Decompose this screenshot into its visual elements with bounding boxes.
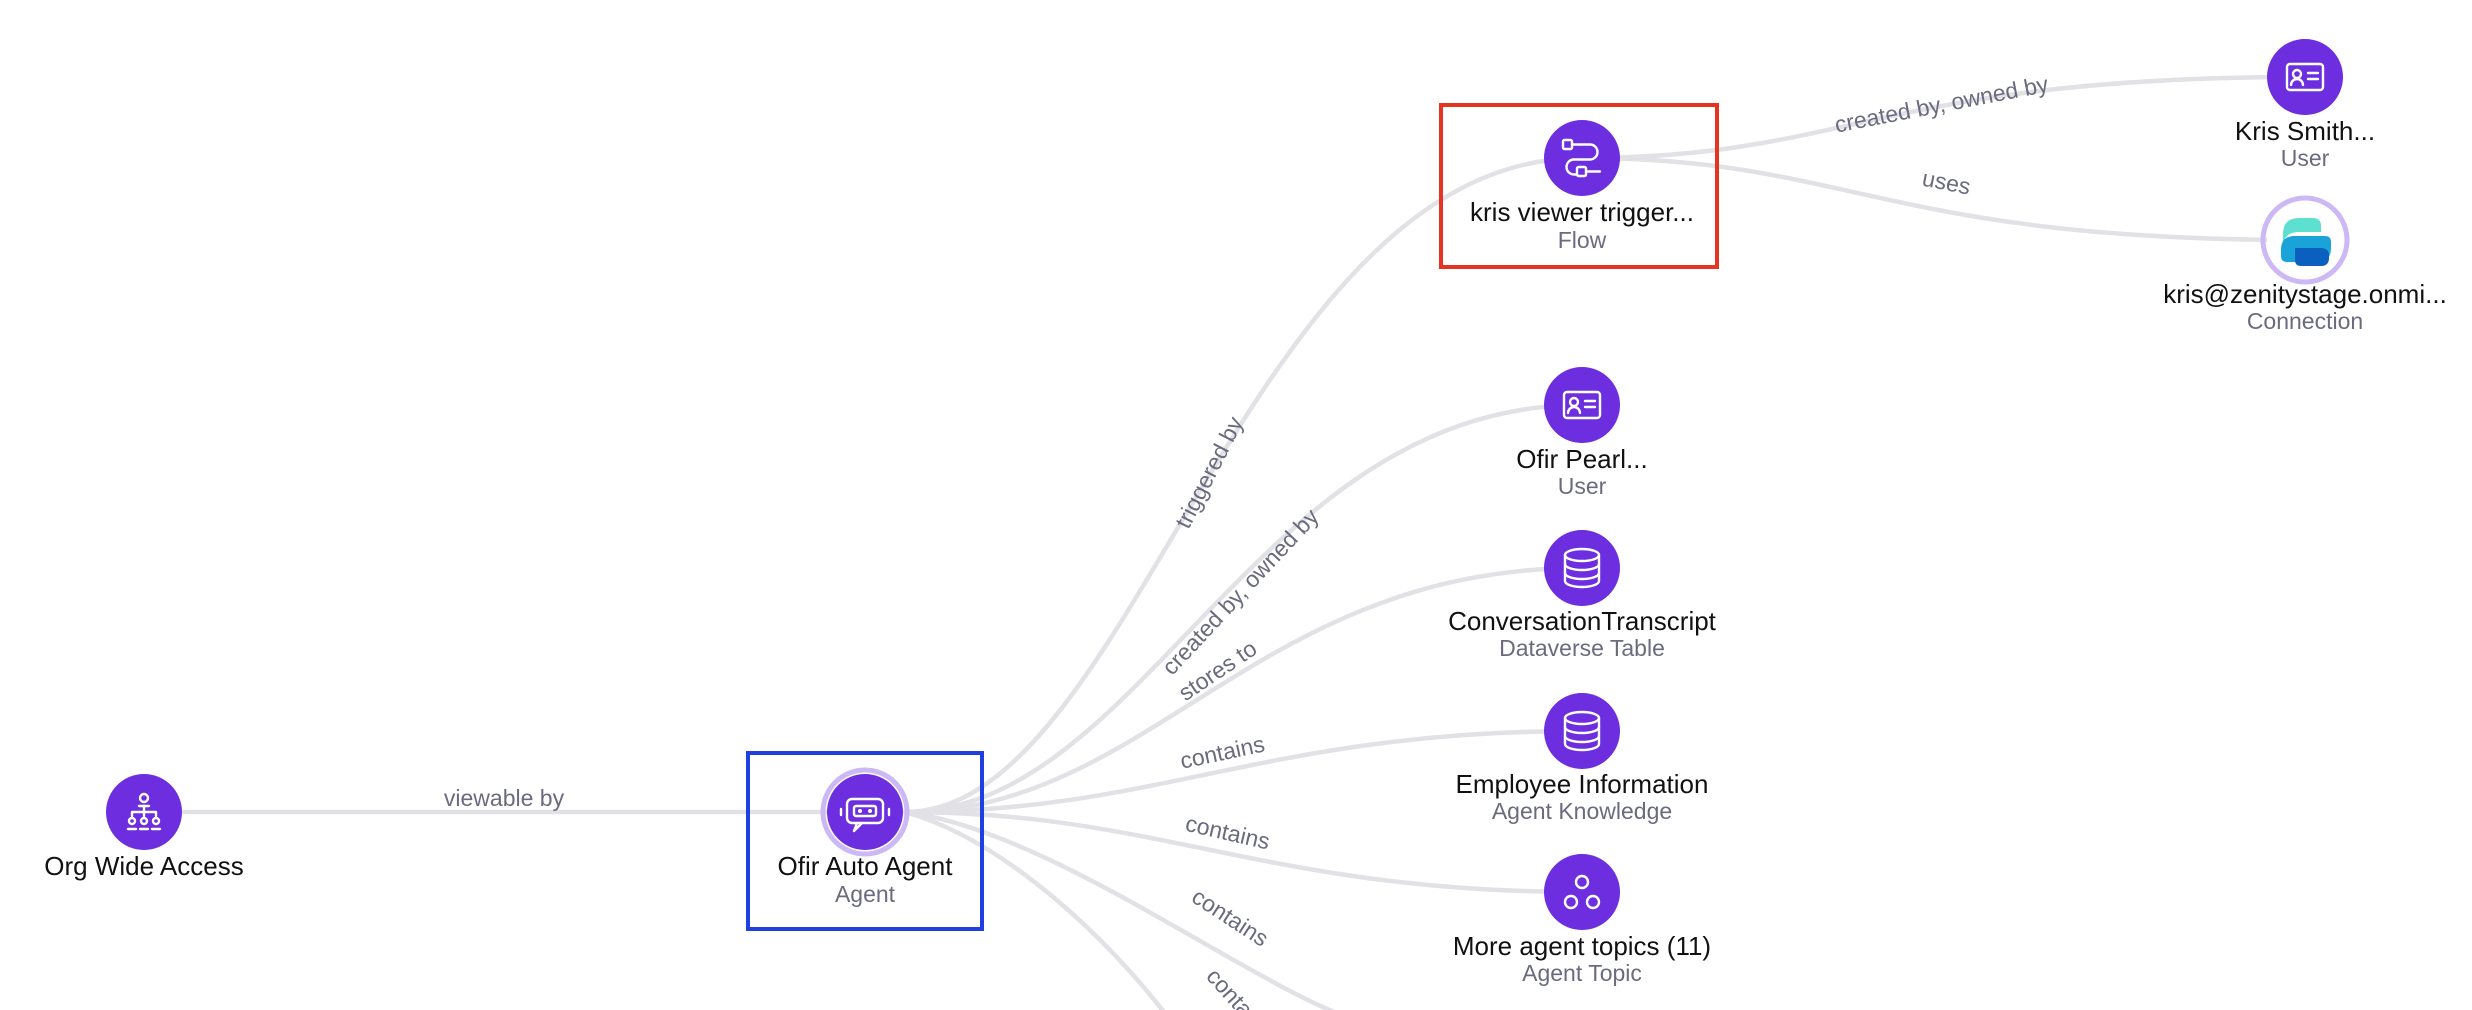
bot-icon — [839, 797, 891, 833]
edge-contains-3 — [902, 809, 1336, 1010]
node-more-agent-topics[interactable]: More agent topics (11) Agent Topic — [1453, 854, 1711, 986]
node-employee-title: Employee Information — [1456, 769, 1709, 799]
edge-created-owned-kris — [1579, 74, 2308, 161]
edge-label-uses: uses — [1920, 165, 1973, 200]
node-flow-title: kris viewer trigger... — [1470, 197, 1694, 227]
flow-selection-box — [1439, 103, 1719, 269]
edge-triggered-by — [902, 155, 1585, 815]
edge-contains-4 — [902, 809, 1166, 1010]
agent-selection-box — [746, 751, 984, 931]
edge-label-created-owned-kris: created by, owned by — [1833, 71, 2051, 138]
node-topics-title: More agent topics (11) — [1453, 931, 1711, 961]
node-ofir-auto-agent[interactable]: Ofir Auto Agent Agent — [778, 767, 954, 907]
flow-icon — [1561, 138, 1602, 178]
database-icon — [1563, 547, 1601, 589]
node-ofir-title: Ofir Pearl... — [1516, 444, 1647, 474]
edge-label-viewable-by: viewable by — [444, 785, 565, 811]
node-connection-type: Connection — [2247, 308, 2363, 334]
id-card-icon — [1562, 390, 1602, 420]
node-agent-title: Ofir Auto Agent — [778, 851, 954, 881]
node-agent-type: Agent — [835, 881, 896, 907]
node-flow-type: Flow — [1558, 227, 1607, 253]
topics-icon — [1563, 874, 1601, 910]
edge-labels: viewable by triggered by created by, own… — [444, 71, 2051, 1010]
node-kris-type: User — [2281, 145, 2330, 171]
node-org-wide-access[interactable]: Org Wide Access — [44, 774, 244, 881]
node-employee-type: Agent Knowledge — [1492, 798, 1672, 824]
edge-stores-to — [902, 565, 1585, 815]
edges — [142, 74, 2308, 1010]
node-transcript-title: ConversationTranscript — [1448, 606, 1717, 636]
edge-uses — [1579, 155, 2308, 243]
node-kris-smith[interactable]: Kris Smith... User — [2235, 39, 2375, 171]
edge-contains-topics — [902, 809, 1585, 895]
edge-label-triggered-by: triggered by — [1170, 412, 1249, 532]
node-conversation-transcript[interactable]: ConversationTranscript Dataverse Table — [1448, 530, 1717, 661]
edge-contains-employee — [902, 728, 1585, 815]
org-chart-icon — [126, 792, 162, 831]
edge-label-contains-1: contains — [1178, 731, 1267, 774]
node-connection-title: kris@zenitystage.onmi... — [2163, 279, 2447, 309]
node-topics-type: Agent Topic — [1522, 960, 1642, 986]
connector-logo — [2281, 218, 2331, 266]
node-connection[interactable]: kris@zenitystage.onmi... Connection — [2163, 195, 2447, 334]
id-card-icon — [2285, 62, 2325, 92]
node-employee-information[interactable]: Employee Information Agent Knowledge — [1456, 693, 1709, 824]
node-flow[interactable]: kris viewer trigger... Flow — [1470, 120, 1694, 253]
node-ofir-type: User — [1558, 473, 1607, 499]
database-icon — [1563, 710, 1601, 752]
node-kris-title: Kris Smith... — [2235, 116, 2375, 146]
node-ofir-pearl[interactable]: Ofir Pearl... User — [1516, 367, 1648, 499]
node-transcript-type: Dataverse Table — [1499, 635, 1665, 661]
node-org-title: Org Wide Access — [44, 851, 243, 881]
edge-created-owned-ofir — [902, 402, 1585, 815]
